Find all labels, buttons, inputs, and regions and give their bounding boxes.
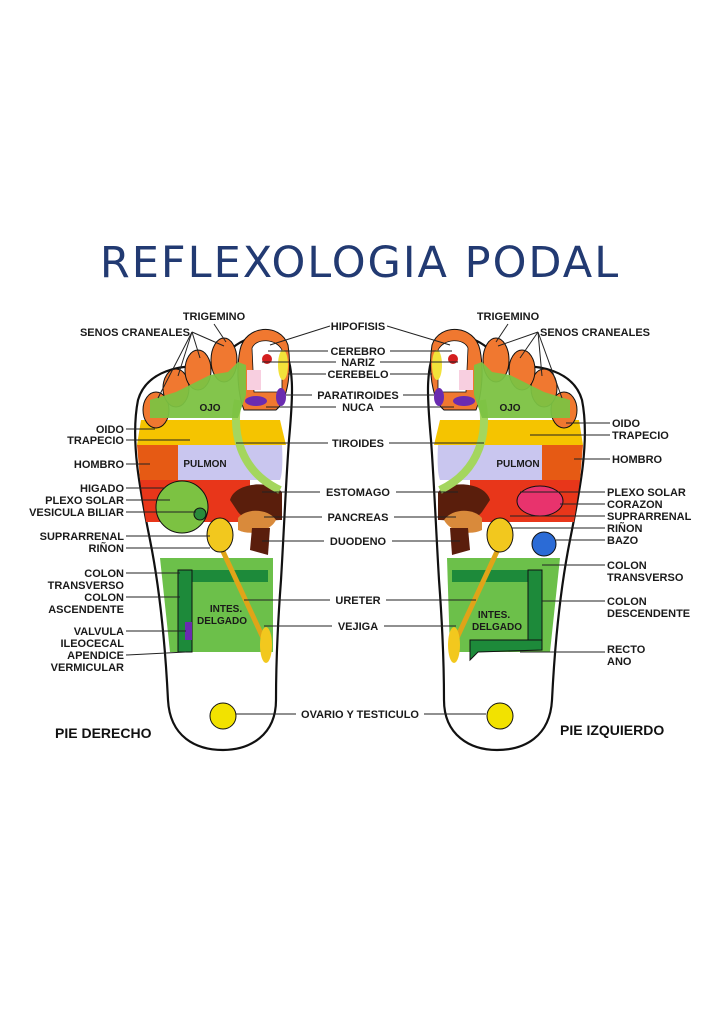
label-r-valvula: VALVULA: [74, 626, 124, 638]
right-intes-label-1: INTES.: [210, 604, 242, 615]
right-estomago: [230, 484, 282, 521]
right-nariz-zone: [247, 370, 261, 390]
label-cerebro: CEREBRO: [330, 346, 385, 358]
right-foot-labels: TRIGEMINO SENOS CRANEALES OIDO TRAPECIO …: [29, 311, 246, 674]
label-ovario-testiculo: OVARIO Y TESTICULO: [301, 709, 419, 721]
label-l-recto: RECTO: [607, 644, 646, 656]
label-r-suprarrenal: SUPRARRENAL: [40, 531, 125, 543]
label-r-senos: SENOS CRANEALES: [80, 327, 190, 339]
label-vejiga: VEJIGA: [338, 621, 378, 633]
label-pancreas: PANCREAS: [328, 512, 389, 524]
label-l-rinon: RIÑON: [607, 522, 643, 535]
right-higado: [155, 480, 209, 534]
left-nariz-zone: [459, 370, 473, 390]
right-foot-name: PIE DERECHO: [55, 725, 152, 741]
label-r-trigemino: TRIGEMINO: [183, 311, 246, 323]
label-l-colon-1: COLON: [607, 560, 647, 572]
label-l-corazon: CORAZON: [607, 499, 663, 511]
right-vejiga: [260, 627, 272, 663]
left-hombro-zone: [542, 445, 583, 480]
label-l-suprarrenal: SUPRARRENAL: [607, 511, 692, 523]
left-paratiroides: [434, 388, 444, 406]
label-r-ileocecal: ILEOCECAL: [60, 638, 124, 650]
left-colon-transverso: [452, 570, 542, 582]
right-nuca: [245, 396, 267, 406]
left-corazon: [516, 485, 564, 517]
right-vesicula: [193, 507, 207, 521]
page-title: REFLEXOLOGIA PODAL: [99, 238, 621, 288]
label-r-ascendente: ASCENDENTE: [48, 604, 124, 616]
right-ovario: [209, 702, 237, 730]
left-trapecio-zone: [434, 420, 583, 445]
right-trapecio-zone: [137, 420, 286, 445]
right-ojo-zone: [150, 362, 246, 418]
label-r-hombro: HOMBRO: [74, 459, 125, 471]
left-pulmon-label: PULMON: [496, 459, 539, 470]
right-hombro-zone: [137, 445, 178, 480]
label-r-vermicular: VERMICULAR: [51, 662, 124, 674]
label-cerebelo: CEREBELO: [327, 369, 389, 381]
label-l-oido: OIDO: [612, 418, 641, 430]
label-l-plexo-solar: PLEXO SOLAR: [607, 487, 686, 499]
right-pancreas: [238, 510, 276, 533]
right-cerebelo: [278, 350, 288, 380]
left-ojo-zone: [474, 362, 570, 418]
label-l-hombro: HOMBRO: [612, 454, 663, 466]
right-foot: OJO PULMON INTES. DELGADO: [133, 329, 294, 752]
label-ureter: URETER: [335, 595, 380, 607]
left-foot: OJO PULMON INTES. DELGADO: [426, 329, 587, 752]
right-paratiroides: [276, 388, 286, 406]
label-l-bazo: BAZO: [607, 535, 639, 547]
label-r-oido: OIDO: [96, 424, 125, 436]
left-rinon: [486, 517, 514, 553]
right-ojo-label: OJO: [199, 403, 220, 414]
label-r-plexo-solar: PLEXO SOLAR: [45, 495, 124, 507]
label-estomago: ESTOMAGO: [326, 487, 390, 499]
left-nuca: [453, 396, 475, 406]
left-colon-descendente: [527, 569, 543, 649]
label-l-ano: ANO: [607, 656, 632, 668]
label-r-colon-1: COLON: [84, 568, 124, 580]
right-duodeno: [250, 528, 270, 555]
label-r-higado: HIGADO: [80, 483, 124, 495]
label-nariz: NARIZ: [341, 357, 375, 369]
label-r-transverso: TRANSVERSO: [48, 580, 125, 592]
left-bazo: [531, 531, 557, 557]
left-ureter: [453, 543, 503, 642]
right-valvula: [185, 622, 192, 640]
right-intes-label-2: DELGADO: [197, 616, 247, 627]
label-r-trapecio: TRAPECIO: [67, 435, 124, 447]
label-duodeno: DUODENO: [330, 536, 387, 548]
right-rinon: [206, 517, 234, 553]
left-cerebelo: [432, 350, 442, 380]
label-l-colon-2: COLON: [607, 596, 647, 608]
label-r-apendice: APENDICE: [67, 650, 124, 662]
label-hipofisis: HIPOFISIS: [331, 321, 385, 333]
label-paratiroides: PARATIROIDES: [317, 390, 399, 402]
label-l-senos: SENOS CRANEALES: [540, 327, 650, 339]
label-l-transverso: TRANSVERSO: [607, 572, 684, 584]
left-estomago: [438, 484, 490, 521]
left-intes-label-2: DELGADO: [472, 622, 522, 633]
left-pancreas: [444, 510, 482, 533]
left-recto: [469, 639, 543, 662]
right-pulmon-label: PULMON: [183, 459, 226, 470]
label-r-rinon: RIÑON: [89, 542, 125, 555]
left-foot-name: PIE IZQUIERDO: [560, 722, 664, 738]
left-ovario: [486, 702, 514, 730]
label-r-colon-2: COLON: [84, 592, 124, 604]
label-l-descendente: DESCENDENTE: [607, 608, 690, 620]
center-labels: HIPOFISIS CEREBRO NARIZ CEREBELO PARATIR…: [236, 321, 486, 721]
left-ojo-label: OJO: [499, 403, 520, 414]
label-r-vesicula: VESICULA BILIAR: [29, 507, 124, 519]
left-foot-labels: TRIGEMINO SENOS CRANEALES OIDO TRAPECIO …: [477, 311, 692, 668]
label-tiroides: TIROIDES: [332, 438, 384, 450]
label-nuca: NUCA: [342, 402, 374, 414]
label-l-trigemino: TRIGEMINO: [477, 311, 540, 323]
left-intes-label-1: INTES.: [478, 610, 510, 621]
right-ureter: [217, 543, 267, 642]
left-vejiga: [448, 627, 460, 663]
label-l-trapecio: TRAPECIO: [612, 430, 669, 442]
